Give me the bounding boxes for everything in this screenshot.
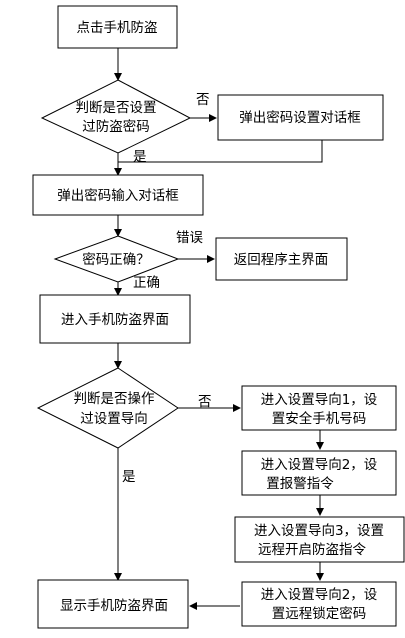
- node-popup-password-setup-label: 弹出密码设置对话框: [239, 109, 361, 126]
- node-return-main: [215, 237, 348, 281]
- node-guide-3-label-2: 远程开启防盗指令: [258, 542, 366, 558]
- node-show-antitheft-label: 显示手机防盗界面: [60, 598, 168, 614]
- node-guide-2: [241, 450, 397, 496]
- node-check-guide-label-1: 判断是否操作: [74, 391, 155, 407]
- node-check-guide-label-2: 过设置导向: [80, 411, 148, 427]
- edge-label-yes-2: 是: [122, 469, 136, 485]
- node-guide-4: [241, 581, 397, 627]
- node-enter-antitheft-label: 进入手机防盗界面: [61, 312, 169, 328]
- edge-label-no-2: 否: [198, 394, 212, 410]
- node-return-main-label: 返回程序主界面: [234, 252, 329, 268]
- edge-setup-return: [118, 140, 323, 163]
- node-popup-password-input: [32, 174, 204, 216]
- node-guide-1-label-1: 进入设置导向1，设: [261, 392, 378, 408]
- node-guide-1-label-2: 置安全手机号码: [272, 410, 367, 427]
- node-check-password-label-2: 过防盗密码: [82, 118, 150, 135]
- node-guide-2-label-1: 进入设置导向2，设: [261, 457, 378, 473]
- node-guide-4-label-2: 置远程锁定密码: [272, 605, 367, 622]
- node-enter-antitheft: [39, 294, 191, 344]
- node-popup-password-setup: [217, 94, 384, 141]
- node-guide-2-label-2: 置报警指令: [266, 476, 334, 492]
- node-password-correct: [53, 235, 180, 283]
- edge-label-wrong: 错误: [176, 230, 203, 246]
- node-check-password-label-1: 判断是否设置: [76, 100, 157, 116]
- node-guide-3-label-1: 进入设置导向3，设置: [254, 523, 384, 539]
- node-check-password-set: [40, 79, 192, 154]
- edge-label-no-1: 否: [196, 92, 210, 108]
- node-guide-3: [234, 516, 405, 563]
- node-password-correct-label: 密码正确？: [82, 251, 150, 268]
- node-popup-password-input-label: 弹出密码输入对话框: [57, 187, 179, 204]
- node-click-antitheft: [57, 5, 178, 49]
- edge-label-correct: 正确: [133, 275, 160, 291]
- node-guide-4-label-1: 进入设置导向2，设: [261, 587, 378, 603]
- edge-label-yes-1: 是: [133, 149, 147, 165]
- node-show-antitheft: [37, 579, 189, 629]
- node-check-guide-done: [36, 367, 179, 449]
- node-guide-1: [241, 385, 397, 431]
- node-click-antitheft-label: 点击手机防盗: [77, 20, 158, 36]
